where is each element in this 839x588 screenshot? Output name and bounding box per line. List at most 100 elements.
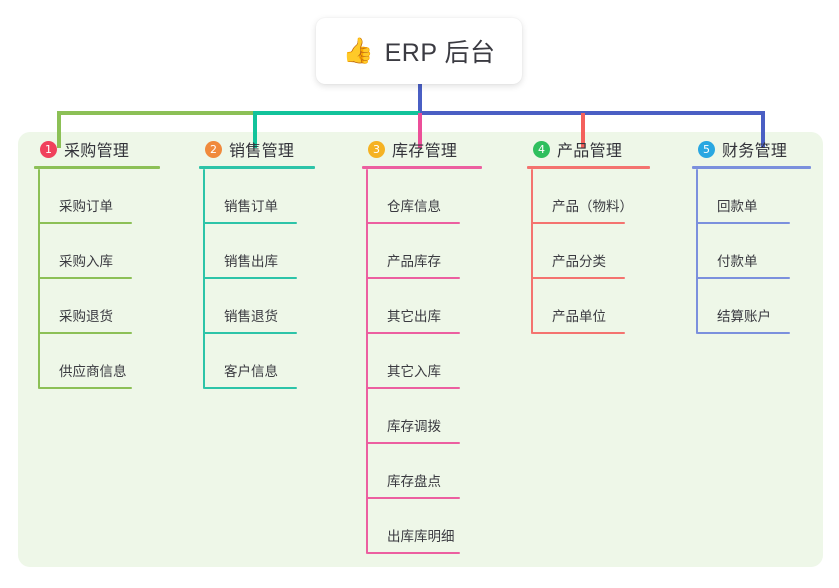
leaf-item[interactable]: 销售退货 xyxy=(204,279,345,334)
leaf-item-label: 销售出库 xyxy=(224,254,278,269)
leaf-item-label: 采购入库 xyxy=(59,254,113,269)
leaf-item-underline xyxy=(39,387,132,389)
branch-underline xyxy=(34,166,160,169)
leaf-item[interactable]: 其它入库 xyxy=(367,334,508,389)
leaf-item-label: 产品库存 xyxy=(387,254,441,269)
branches-panel xyxy=(18,132,823,567)
leaf-item[interactable]: 产品分类 xyxy=(532,224,673,279)
leaf-item-label: 销售退货 xyxy=(224,309,278,324)
branch-header[interactable]: 3 库存管理 xyxy=(348,132,508,166)
leaf-item[interactable]: 采购订单 xyxy=(39,169,180,224)
leaf-item[interactable]: 产品单位 xyxy=(532,279,673,334)
branch-index-badge: 4 xyxy=(533,140,550,158)
leaf-item-underline xyxy=(367,387,460,389)
branch-columns: 1 采购管理采购订单采购入库采购退货供应商信息 2 销售管理销售订单销售出库销售退货客… xyxy=(0,132,839,567)
leaf-item-label: 库存盘点 xyxy=(387,474,441,489)
leaf-item-underline xyxy=(532,222,625,224)
thumbs-up-icon: 👍 xyxy=(342,36,374,65)
branch-index-badge: 2 xyxy=(205,140,222,158)
branch-index-badge: 5 xyxy=(698,140,715,158)
leaf-item-underline xyxy=(39,332,132,334)
leaf-item-underline xyxy=(697,277,790,279)
branch-title: 销售管理 xyxy=(229,143,295,160)
leaf-item[interactable]: 产品库存 xyxy=(367,224,508,279)
leaf-item[interactable]: 其它出库 xyxy=(367,279,508,334)
branch-title: 采购管理 xyxy=(64,143,130,160)
leaf-item-label: 付款单 xyxy=(717,254,758,269)
leaf-item-label: 客户信息 xyxy=(224,364,278,379)
leaf-item-underline xyxy=(697,222,790,224)
leaf-item[interactable]: 仓库信息 xyxy=(367,169,508,224)
leaf-item-underline xyxy=(367,442,460,444)
leaf-item-label: 产品单位 xyxy=(552,309,606,324)
branch-spine xyxy=(696,169,698,334)
leaf-item[interactable]: 付款单 xyxy=(697,224,838,279)
branch-underline xyxy=(199,166,315,169)
branch-items: 仓库信息产品库存其它出库其它入库库存调拨库存盘点出库库明细 xyxy=(366,169,508,554)
leaf-item-underline xyxy=(532,277,625,279)
leaf-item-underline xyxy=(367,332,460,334)
branch-underline xyxy=(692,166,811,169)
leaf-item-underline xyxy=(367,222,460,224)
root-node-title: ERP 后台 xyxy=(384,39,496,67)
leaf-item[interactable]: 库存调拨 xyxy=(367,389,508,444)
branch-underline xyxy=(362,166,482,169)
branch-spine xyxy=(203,169,205,389)
leaf-item-underline xyxy=(697,332,790,334)
leaf-item[interactable]: 采购入库 xyxy=(39,224,180,279)
leaf-item-label: 采购退货 xyxy=(59,309,113,324)
leaf-item-label: 产品分类 xyxy=(552,254,606,269)
branch-title: 库存管理 xyxy=(392,143,458,160)
branch-items: 产品（物料） 产品分类产品单位 xyxy=(531,169,673,334)
leaf-item-underline xyxy=(204,222,297,224)
branch-items: 销售订单销售出库销售退货客户信息 xyxy=(203,169,345,389)
leaf-item-label: 库存调拨 xyxy=(387,419,441,434)
branch-items: 采购订单采购入库采购退货供应商信息 xyxy=(38,169,180,389)
leaf-item-label: 采购订单 xyxy=(59,199,113,214)
branch-underline xyxy=(527,166,650,169)
branch-index-badge: 1 xyxy=(40,140,57,158)
leaf-item[interactable]: 出库库明细 xyxy=(367,499,508,554)
leaf-item-label: 其它出库 xyxy=(387,309,441,324)
leaf-item-label: 供应商信息 xyxy=(59,364,127,379)
leaf-item[interactable]: 库存盘点 xyxy=(367,444,508,499)
leaf-item[interactable]: 采购退货 xyxy=(39,279,180,334)
leaf-item-underline xyxy=(367,497,460,499)
leaf-item-label: 回款单 xyxy=(717,199,758,214)
branch-items: 回款单付款单结算账户 xyxy=(696,169,838,334)
leaf-item-label: 出库库明细 xyxy=(387,529,455,544)
branch-column: 3 库存管理仓库信息产品库存其它出库其它入库库存调拨库存盘点出库库明细 xyxy=(348,132,508,554)
branch-column: 5 财务管理回款单付款单结算账户 xyxy=(678,132,838,334)
leaf-item-underline xyxy=(367,552,460,554)
branch-column: 1 采购管理采购订单采购入库采购退货供应商信息 xyxy=(20,132,180,389)
leaf-item-label: 结算账户 xyxy=(717,309,771,324)
leaf-item-underline xyxy=(204,332,297,334)
leaf-item[interactable]: 结算账户 xyxy=(697,279,838,334)
branch-column: 2 销售管理销售订单销售出库销售退货客户信息 xyxy=(185,132,345,389)
leaf-item[interactable]: 供应商信息 xyxy=(39,334,180,389)
leaf-item[interactable]: 产品（物料） xyxy=(532,169,673,224)
leaf-item-underline xyxy=(39,277,132,279)
branch-title: 财务管理 xyxy=(722,143,788,160)
leaf-item-underline xyxy=(367,277,460,279)
leaf-item[interactable]: 回款单 xyxy=(697,169,838,224)
root-node-card[interactable]: 👍 ERP 后台 xyxy=(316,18,522,84)
leaf-item-label: 其它入库 xyxy=(387,364,441,379)
leaf-item[interactable]: 销售订单 xyxy=(204,169,345,224)
leaf-item[interactable]: 客户信息 xyxy=(204,334,345,389)
branch-index-badge: 3 xyxy=(368,140,385,158)
branch-header[interactable]: 5 财务管理 xyxy=(678,132,838,166)
branch-header[interactable]: 1 采购管理 xyxy=(20,132,180,166)
leaf-item[interactable]: 销售出库 xyxy=(204,224,345,279)
leaf-item-underline xyxy=(532,332,625,334)
leaf-item-label: 产品（物料） xyxy=(552,199,633,214)
branch-spine xyxy=(531,169,533,334)
leaf-item-underline xyxy=(204,387,297,389)
branch-spine xyxy=(38,169,40,389)
branch-spine xyxy=(366,169,368,554)
branch-header[interactable]: 2 销售管理 xyxy=(185,132,345,166)
